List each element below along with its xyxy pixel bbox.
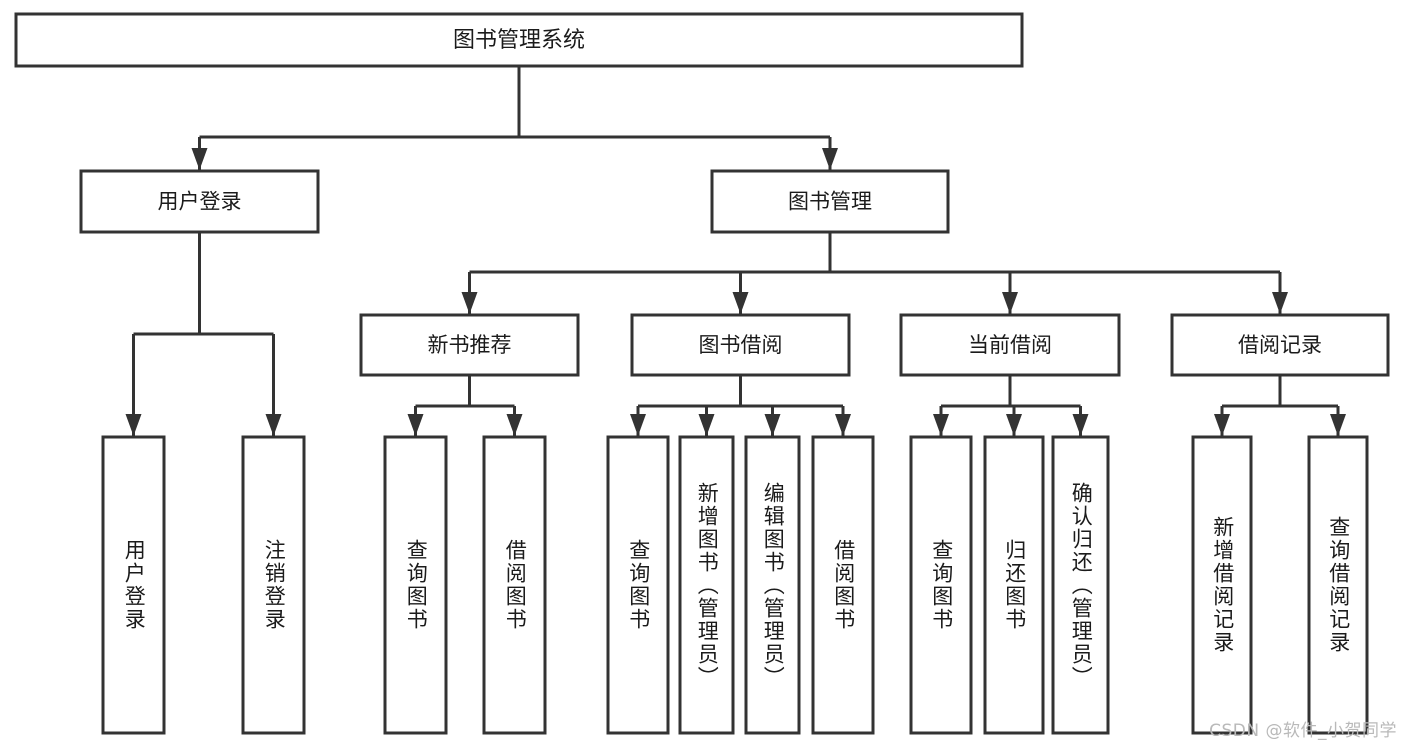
node-leaf-借阅图书[interactable]: [482, 435, 547, 735]
arrow-head-icon: [407, 414, 424, 436]
arrow-head-icon: [125, 414, 142, 436]
arrow-head-icon: [764, 414, 781, 436]
node-leaf-查询图书[interactable]: [606, 435, 670, 735]
arrow-head-icon: [1006, 414, 1022, 436]
node-l3-当前借阅-label: 当前借阅: [968, 333, 1052, 357]
node-l2-用户登录-label: 用户登录: [158, 190, 242, 214]
arrow-head-icon: [1272, 292, 1288, 314]
connectors-layer: [125, 66, 1346, 436]
node-leaf-查询借阅记录[interactable]: [1307, 435, 1369, 735]
arrow-head-icon: [933, 414, 949, 436]
node-l2-图书管理-label: 图书管理: [788, 190, 872, 214]
node-l2-图书管理[interactable]: [710, 169, 950, 234]
arrow-head-icon: [698, 414, 715, 436]
node-leaf-用户登录[interactable]: [101, 435, 166, 735]
node-l3-新书推荐-label: 新书推荐: [428, 333, 512, 357]
arrow-head-icon: [1072, 414, 1089, 436]
node-l3-图书借阅[interactable]: [630, 313, 851, 377]
node-l3-图书借阅-label: 图书借阅: [699, 333, 783, 357]
arrow-head-icon: [1214, 414, 1230, 436]
node-l3-借阅记录-label: 借阅记录: [1238, 333, 1322, 357]
csdn-watermark: CSDN @软件_小贺同学: [1209, 721, 1397, 741]
arrow-head-icon: [191, 148, 208, 170]
arrow-head-icon: [630, 414, 646, 436]
node-leaf-新增图书（管理员）[interactable]: [678, 435, 735, 735]
node-root-图书管理系统-label: 图书管理系统: [453, 28, 585, 53]
arrow-head-icon: [1002, 292, 1018, 314]
node-l2-用户登录[interactable]: [79, 169, 320, 234]
node-leaf-编辑图书（管理员）[interactable]: [744, 435, 801, 735]
arrow-head-icon: [1330, 414, 1346, 436]
arrow-head-icon: [265, 414, 282, 436]
node-l3-新书推荐[interactable]: [359, 313, 580, 377]
node-l3-借阅记录[interactable]: [1170, 313, 1390, 377]
node-leaf-借阅图书[interactable]: [811, 435, 875, 735]
node-leaf-注销登录[interactable]: [241, 435, 306, 735]
node-leaf-查询图书[interactable]: [383, 435, 448, 735]
node-leaf-查询图书[interactable]: [909, 435, 973, 735]
node-l3-当前借阅[interactable]: [899, 313, 1121, 377]
node-leaf-归还图书[interactable]: [983, 435, 1045, 735]
arrow-head-icon: [506, 414, 523, 436]
arrow-head-icon: [822, 148, 838, 170]
arrow-head-icon: [732, 292, 749, 314]
arrow-head-icon: [461, 292, 478, 314]
node-leaf-确认归还（管理员）[interactable]: [1051, 435, 1110, 735]
node-boxes-layer: [14, 12, 1390, 735]
node-leaf-新增借阅记录[interactable]: [1191, 435, 1253, 735]
arrow-head-icon: [835, 414, 851, 436]
node-root-图书管理系统[interactable]: [14, 12, 1024, 68]
